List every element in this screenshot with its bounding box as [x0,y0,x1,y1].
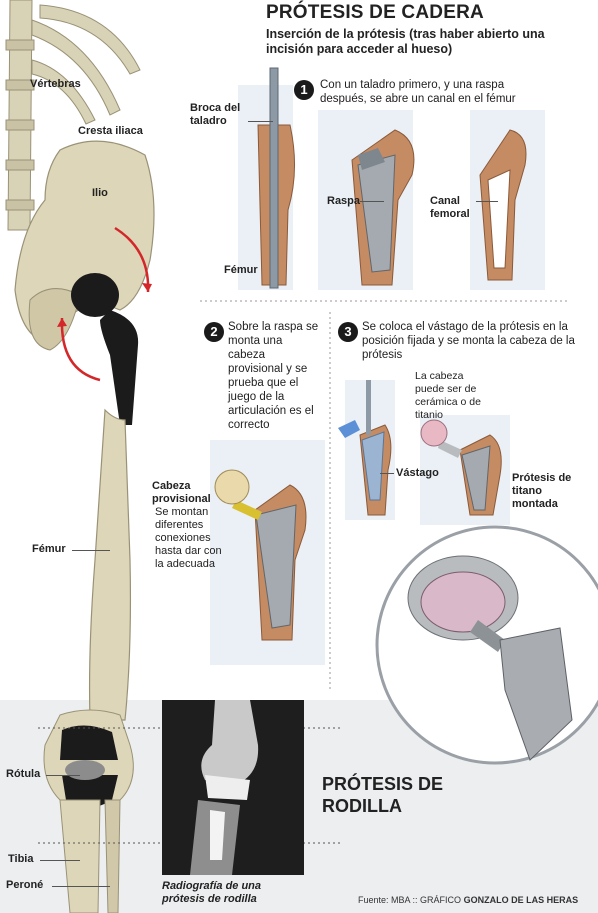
label-rotula: Rótula [6,768,41,780]
footer-credit-name: GONZALO DE LAS HERAS [463,895,579,905]
label-canal: Canal femoral [430,195,470,220]
label-vertebras: Vértebras [30,78,81,90]
tibia-illustration [59,799,101,913]
perone-illustration [104,799,121,913]
label-ilio: Ilio [92,187,108,199]
main-subtitle: Inserción de la prótesis (tras haber abi… [266,27,545,56]
step2-number: 2 [204,322,224,342]
label-perone: Peroné [6,879,44,891]
knee-title: PRÓTESIS DE RODILLA [322,774,444,816]
step1-bone-raspa [318,110,415,290]
xray-caption: Radiografía de una prótesis de rodilla [162,880,262,905]
footer-credit: Fuente: MBA :: GRÁFICO GONZALO DE LAS HE… [358,895,578,905]
step3-bone-montada [420,415,510,525]
label-cabeza-provisional: Cabeza provisional [152,480,211,505]
label-raspa: Raspa [327,195,361,207]
step3-bone-vastago [338,380,395,520]
red-arrow-bottom [60,317,101,382]
step3-text: Se coloca el vástago de la prótesis en l… [362,321,575,361]
label-cabeza-material: La cabeza puede ser de cerámica o de tit… [415,370,481,421]
label-vastago: Vástago [396,467,439,479]
knee-implant-tibial [62,775,118,808]
label-cresta: Cresta iliaca [78,125,143,137]
hip-implant-silhouette [71,273,139,425]
step1-number: 1 [294,80,314,100]
femur-illustration [88,408,132,721]
label-step1-femur: Fémur [224,264,258,276]
footer-credit-prefix: :: GRÁFICO [412,895,462,905]
label-conexiones: Se montan diferentes conexiones hasta da… [155,506,222,570]
spine-illustration [5,0,141,231]
knee-implant-femoral [60,725,118,760]
label-tibia: Tibia [8,853,34,865]
xray-image [162,700,304,875]
label-femur: Fémur [32,543,66,555]
label-broca: Broca del taladro [190,102,241,127]
label-protesis-montada: Prótesis de titano montada [512,472,572,510]
step2-bone [210,440,325,665]
step1-bone-canal [470,110,545,290]
footer-source: Fuente: MBA [358,895,411,905]
main-title: PRÓTESIS DE CADERA [266,2,484,23]
step3-number: 3 [338,322,358,342]
step1-bone-drill [238,67,295,290]
zoomed-hip-prosthesis [407,555,573,761]
step1-text: Con un taladro primero, y una raspa desp… [320,79,516,105]
step2-text: Sobre la raspa se monta una cabeza provi… [228,321,319,431]
